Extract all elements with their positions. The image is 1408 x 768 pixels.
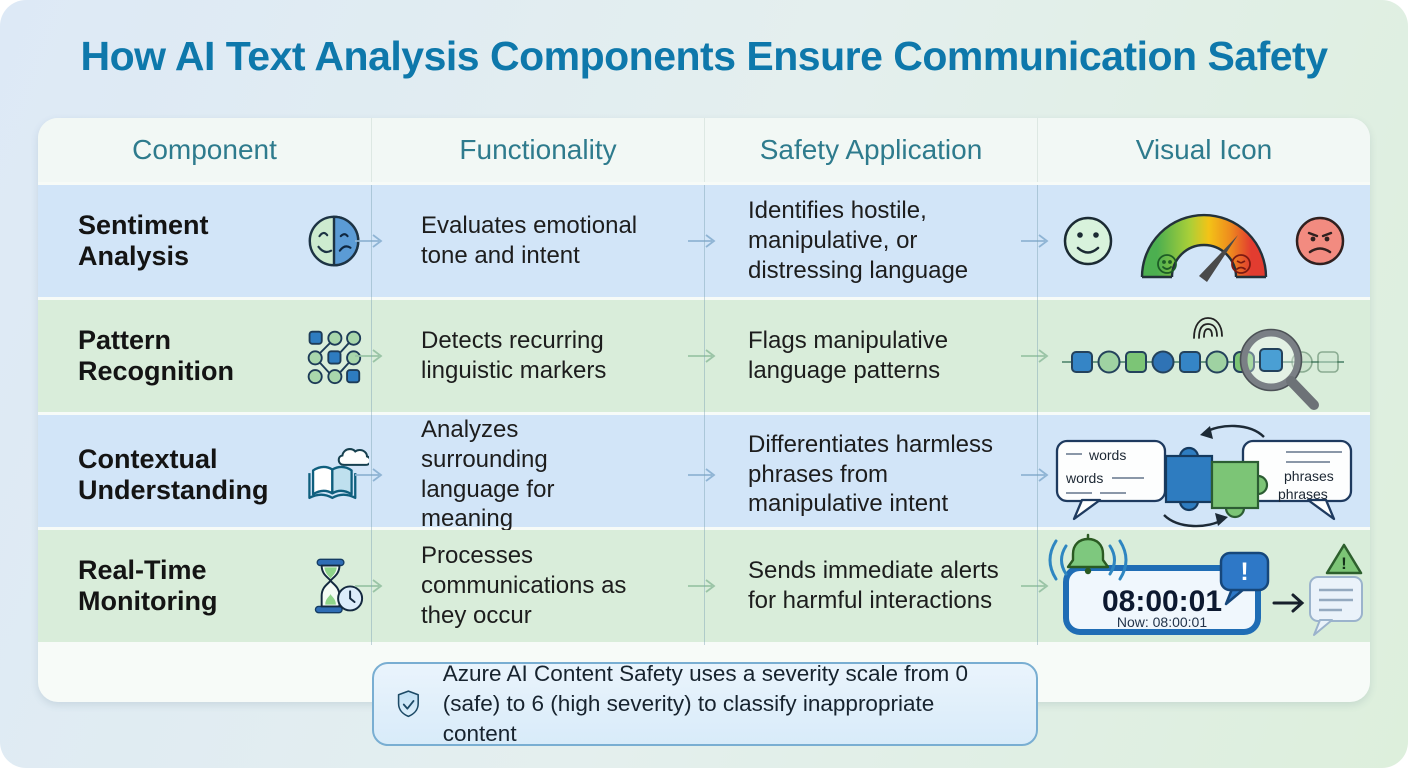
svg-text:!: !	[1341, 554, 1347, 573]
pattern-scan-graphic	[1061, 317, 1344, 410]
header-cell-component: Component	[38, 118, 371, 182]
clock-panel	[1062, 565, 1261, 635]
component-name: Contextual Understanding	[78, 443, 269, 505]
angry-face-icon	[1295, 216, 1344, 266]
happy-face-icon	[1063, 216, 1112, 266]
table-row: Contextual Understanding Analyzes surrou…	[38, 415, 1370, 532]
component-name: Sentiment Analysis	[78, 210, 209, 271]
table-header-row: Component Functionality Safety Applicati…	[38, 118, 1370, 182]
component-name: Real-Time Monitoring	[78, 555, 218, 616]
sentiment-gauge-graphic	[1063, 213, 1344, 282]
flow-arrow-icon	[1020, 577, 1054, 595]
fingerprint-icon	[1192, 317, 1223, 339]
safety-text: Identifies hostile, manipulative, or dis…	[748, 197, 969, 284]
swap-arrows-icon	[1162, 424, 1265, 527]
severity-note-text: Azure AI Content Safety uses a severity …	[442, 661, 969, 746]
safety-cell: Differentiates harmless phrases from man…	[688, 415, 1037, 534]
shield-check-icon	[397, 690, 419, 718]
component-name: Pattern Recognition	[78, 325, 234, 386]
svg-text:phrases: phrases	[1278, 486, 1328, 502]
message-warning-icon: !	[1308, 543, 1363, 636]
clock-now: Now: 08:00:01	[1116, 614, 1206, 630]
component-cell: Pattern Recognition	[38, 300, 371, 412]
gauge-mini-angry-icon	[1230, 254, 1251, 274]
functionality-cell: Detects recurring linguistic markers	[355, 300, 704, 412]
svg-text:words: words	[1065, 470, 1103, 486]
realtime-alert-graphic: 08:00:01 Now: 08:00:01 !	[1048, 533, 1363, 636]
flow-arrow-icon	[354, 232, 388, 250]
functionality-text: Analyzes surrounding language for meanin…	[421, 416, 555, 533]
safety-cell: Identifies hostile, manipulative, or dis…	[688, 185, 1037, 297]
flow-arrow-icon	[687, 466, 721, 484]
severity-gauge-icon	[1140, 213, 1267, 282]
flow-arrow-icon	[1020, 232, 1054, 250]
severity-note: Azure AI Content Safety uses a severity …	[372, 661, 1038, 746]
component-cell: Real-Time Monitoring	[38, 530, 371, 642]
flow-arrow-icon	[354, 577, 388, 595]
hourglass-clock-icon	[314, 558, 364, 614]
flow-arrow-icon	[687, 347, 721, 365]
clock-time: 08:00:01	[1101, 585, 1221, 618]
flow-arrow-icon	[354, 466, 388, 484]
visual-cell: 08:00:01 Now: 08:00:01 !	[1021, 530, 1370, 642]
visual-cell: words words phrases phrases	[1021, 415, 1370, 534]
svg-text:phrases: phrases	[1284, 468, 1334, 484]
functionality-text: Evaluates emotional tone and intent	[421, 212, 638, 269]
header-cell-functionality: Functionality	[371, 118, 704, 182]
header-cell-safety-application: Safety Application	[704, 118, 1037, 182]
functionality-cell: Evaluates emotional tone and intent	[355, 185, 704, 297]
open-book-icon	[308, 447, 369, 499]
table-row: Sentiment Analysis Evaluates emotional t…	[38, 185, 1370, 297]
flow-arrow-icon	[354, 347, 388, 365]
svg-text:words: words	[1088, 447, 1126, 463]
right-arrow-icon	[1272, 593, 1304, 613]
component-cell: Contextual Understanding	[38, 415, 371, 534]
alert-bubble-icon: !	[1219, 551, 1269, 606]
comparison-table: Component Functionality Safety Applicati…	[38, 118, 1370, 702]
puzzle-context-graphic: words words phrases phrases	[1055, 424, 1352, 527]
safety-text: Differentiates harmless phrases from man…	[748, 430, 993, 518]
flow-arrow-icon	[1020, 466, 1054, 484]
component-cell: Sentiment Analysis	[38, 185, 371, 297]
words-speech-bubble-icon: words words	[1055, 439, 1166, 520]
column-divider	[704, 185, 705, 645]
safety-text: Flags manipulative language patterns	[748, 327, 949, 384]
safety-cell: Sends immediate alerts for harmful inter…	[688, 530, 1037, 642]
functionality-text: Detects recurring linguistic markers	[421, 327, 607, 384]
functionality-text: Processes communications as they occur	[421, 542, 627, 629]
safety-cell: Flags manipulative language patterns	[688, 300, 1037, 412]
pattern-grid-icon	[307, 330, 362, 385]
table-row: Pattern Recognition	[38, 300, 1370, 412]
functionality-cell: Processes communications as they occur	[355, 530, 704, 642]
column-divider	[1037, 185, 1038, 645]
flow-arrow-icon	[687, 232, 721, 250]
visual-cell	[1021, 300, 1370, 412]
page-title: How AI Text Analysis Components Ensure C…	[80, 33, 1328, 79]
safety-text: Sends immediate alerts for harmful inter…	[748, 557, 999, 614]
header-cell-visual-icon: Visual Icon	[1037, 118, 1370, 182]
svg-text:!: !	[1240, 558, 1248, 586]
gauge-mini-smiley-icon	[1156, 254, 1177, 274]
column-divider	[371, 185, 372, 645]
table-row: Real-Time Monitoring Processes communica…	[38, 530, 1370, 642]
puzzle-pieces-icon	[1164, 446, 1268, 518]
functionality-cell: Analyzes surrounding language for meanin…	[355, 415, 704, 534]
gauge-needle	[1198, 235, 1238, 282]
visual-cell	[1021, 185, 1370, 297]
flow-arrow-icon	[1020, 347, 1054, 365]
magnifier-icon	[1239, 328, 1319, 410]
bell-icon	[1048, 533, 1127, 581]
flow-arrow-icon	[687, 577, 721, 595]
